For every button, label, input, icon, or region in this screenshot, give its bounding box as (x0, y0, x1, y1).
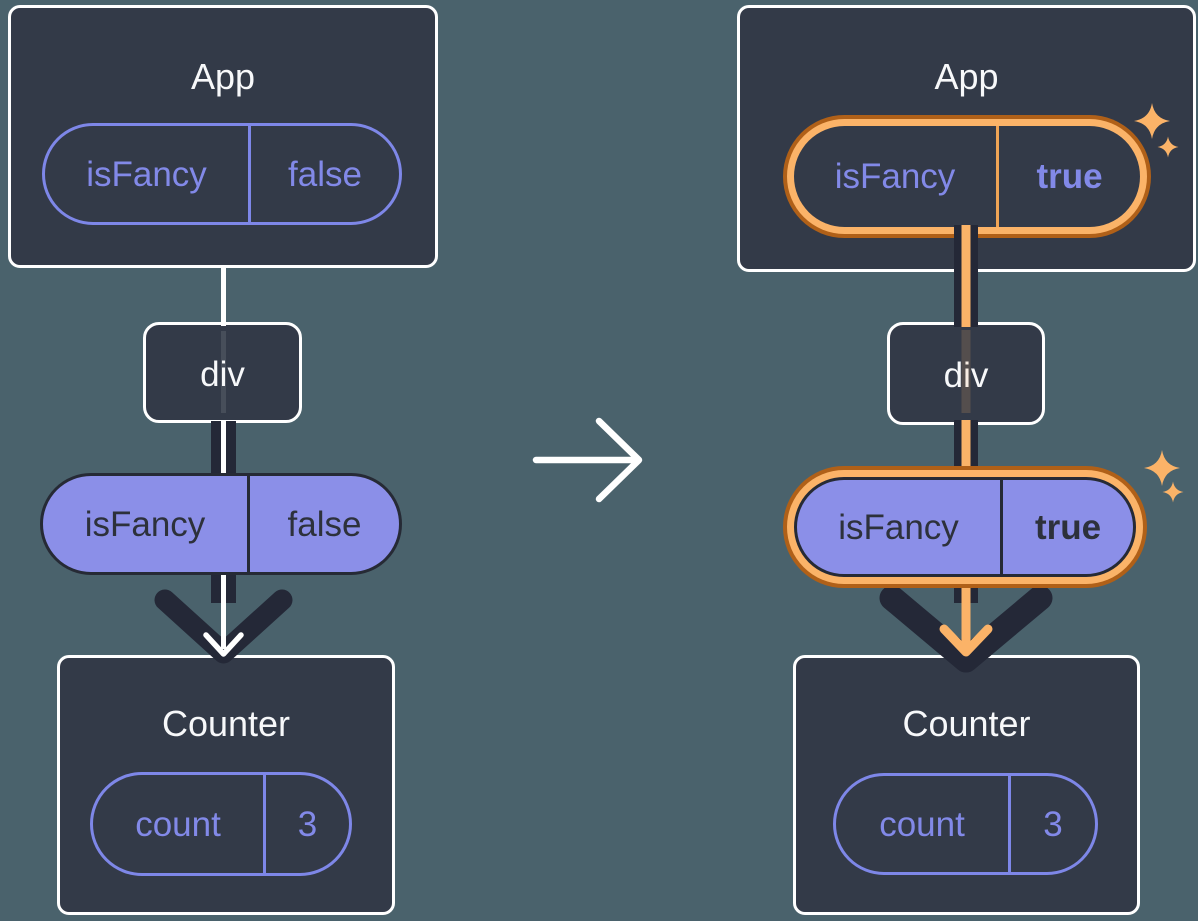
pill-value: 3 (1008, 776, 1095, 872)
state-pill-counter-right: count 3 (833, 773, 1098, 875)
sparkle-icon (1134, 103, 1170, 139)
counter-component-card-left: Counter count 3 (57, 655, 395, 915)
sparkle-icon (1157, 136, 1179, 158)
pill-key: count (879, 804, 965, 844)
state-pill-app-right-highlighted: isFancy true (794, 126, 1140, 227)
pill-value: true (996, 126, 1140, 227)
pill-value: true (1000, 480, 1133, 574)
component-title: div (943, 356, 989, 395)
component-title: div (200, 355, 245, 394)
pill-value: 3 (263, 775, 349, 873)
sparkle-icon (1162, 481, 1184, 503)
faded-flow-stripe-right (961, 330, 971, 413)
counter-component-card-right: Counter count 3 (793, 655, 1140, 915)
faded-flow-stripe-left (221, 331, 226, 413)
pill-key: isFancy (834, 157, 956, 196)
passed-prop-pill-right-highlighted: isFancy true (794, 477, 1136, 577)
pill-value: false (247, 476, 399, 572)
passed-prop-pill-left: isFancy false (40, 473, 402, 575)
sparkle-icon (1144, 450, 1180, 486)
component-title: App (934, 56, 999, 97)
state-pill-counter-left: count 3 (90, 772, 352, 876)
pill-key: isFancy (838, 507, 959, 547)
component-title: Counter (902, 703, 1031, 744)
pill-key: isFancy (86, 154, 207, 194)
component-title: App (190, 56, 256, 97)
app-component-card-left: App isFancy false (8, 5, 438, 268)
pill-key: isFancy (84, 504, 206, 544)
state-pill-app-left: isFancy false (42, 123, 402, 225)
component-title: Counter (161, 703, 291, 744)
pill-value: false (248, 126, 399, 222)
pill-key: count (135, 804, 221, 844)
arrow-right-icon (532, 417, 643, 503)
